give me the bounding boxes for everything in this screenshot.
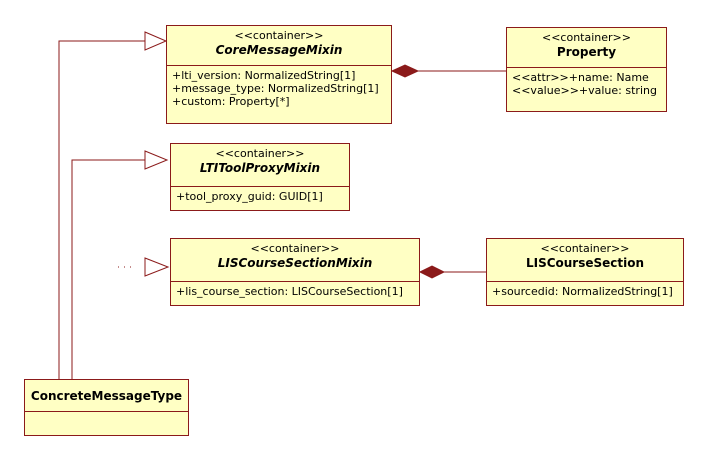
stereotype-label: <<container>>: [250, 242, 340, 255]
attribute-compartment: +tool_proxy_guid: GUID[1]: [171, 187, 349, 203]
class-header: ConcreteMessageType: [25, 380, 188, 412]
stereotype-label: <<container>>: [215, 147, 305, 160]
class-header: <<container>> LISCourseSectionMixin: [171, 239, 419, 282]
class-header: <<container>> LTIToolProxyMixin: [171, 144, 349, 187]
class-lti-tool-proxy-mixin[interactable]: <<container>> LTIToolProxyMixin +tool_pr…: [170, 143, 350, 211]
generalization-arrowhead-core: [144, 31, 168, 51]
generalization-arrowhead-lis: [144, 257, 170, 277]
stereotype-label: <<container>>: [542, 31, 631, 44]
class-name: LTIToolProxyMixin: [199, 161, 321, 175]
attribute-compartment: +lis_course_section: LISCourseSection[1]: [171, 282, 419, 298]
attribute-compartment: +sourcedid: NormalizedString[1]: [487, 282, 683, 298]
class-header: <<container>> Property: [507, 28, 666, 68]
class-name: Property: [556, 45, 617, 59]
class-header: <<container>> CoreMessageMixin: [167, 26, 391, 66]
attribute: +tool_proxy_guid: GUID[1]: [176, 190, 323, 203]
class-name: CoreMessageMixin: [215, 43, 343, 57]
attribute: +custom: Property[*]: [172, 95, 290, 108]
class-lis-course-section[interactable]: <<container>> LISCourseSection +sourcedi…: [486, 238, 684, 306]
attribute-compartment: +lti_version: NormalizedString[1] +messa…: [167, 66, 391, 108]
generalization-line-core: [58, 40, 145, 379]
attribute: +message_type: NormalizedString[1]: [172, 82, 379, 95]
attribute: <<value>>+value: string: [512, 84, 657, 97]
attribute-compartment: <<attr>>+name: Name <<value>>+value: str…: [507, 68, 666, 97]
attribute: +lis_course_section: LISCourseSection[1]: [176, 285, 403, 298]
stereotype-label: <<container>>: [540, 242, 630, 255]
class-name: LISCourseSectionMixin: [217, 256, 373, 270]
attribute: +lti_version: NormalizedString[1]: [172, 69, 356, 82]
class-property[interactable]: <<container>> Property <<attr>>+name: Na…: [506, 27, 667, 112]
composition-diamond-property: [390, 64, 420, 78]
class-lis-course-section-mixin[interactable]: <<container>> LISCourseSectionMixin +lis…: [170, 238, 420, 306]
class-name: ConcreteMessageType: [30, 388, 183, 403]
composition-diamond-lis-section: [418, 265, 446, 279]
attribute: +sourcedid: NormalizedString[1]: [492, 285, 673, 298]
class-name: LISCourseSection: [525, 256, 645, 270]
attribute: <<attr>>+name: Name: [512, 71, 649, 84]
class-core-message-mixin[interactable]: <<container>> CoreMessageMixin +lti_vers…: [166, 25, 392, 124]
class-concrete-message-type[interactable]: ConcreteMessageType: [24, 379, 189, 436]
generalization-line-lti: [71, 159, 145, 379]
class-header: <<container>> LISCourseSection: [487, 239, 683, 282]
stereotype-label: <<container>>: [234, 29, 324, 42]
generalization-arrowhead-lti: [144, 150, 169, 170]
